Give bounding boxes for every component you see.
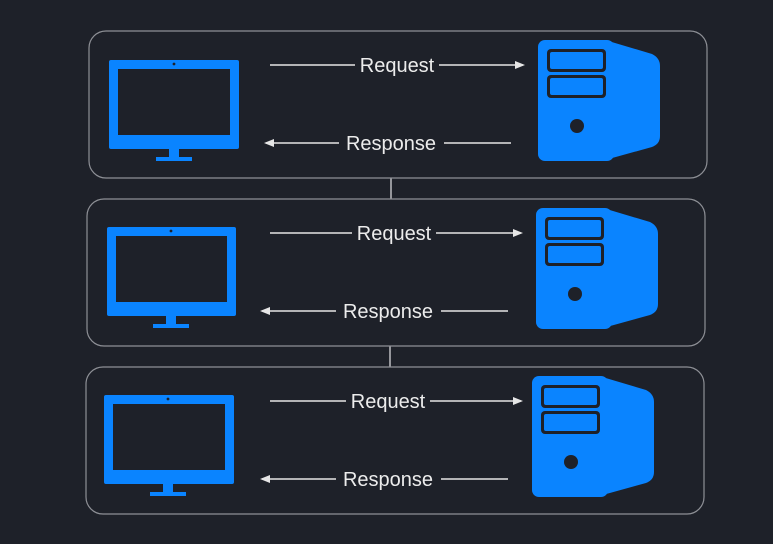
tower-server-icon [532,376,654,497]
exchange-row: Request Response [88,30,708,179]
request-label: Request [360,55,435,77]
exchange-panel [86,198,706,347]
exchange-row: Request Response [85,366,705,515]
desktop-monitor-icon [104,395,234,496]
exchange-panel [88,30,708,179]
desktop-monitor-icon [109,60,239,161]
response-label: Response [346,133,436,155]
response-label: Response [343,301,433,323]
exchange-row: Request Response [86,198,706,347]
desktop-monitor-icon [107,227,236,328]
tower-server-icon [536,208,658,329]
request-label: Request [357,223,432,245]
request-label: Request [351,391,426,413]
exchange-panel [85,366,705,515]
tower-server-icon [538,40,660,161]
response-label: Response [343,469,433,491]
